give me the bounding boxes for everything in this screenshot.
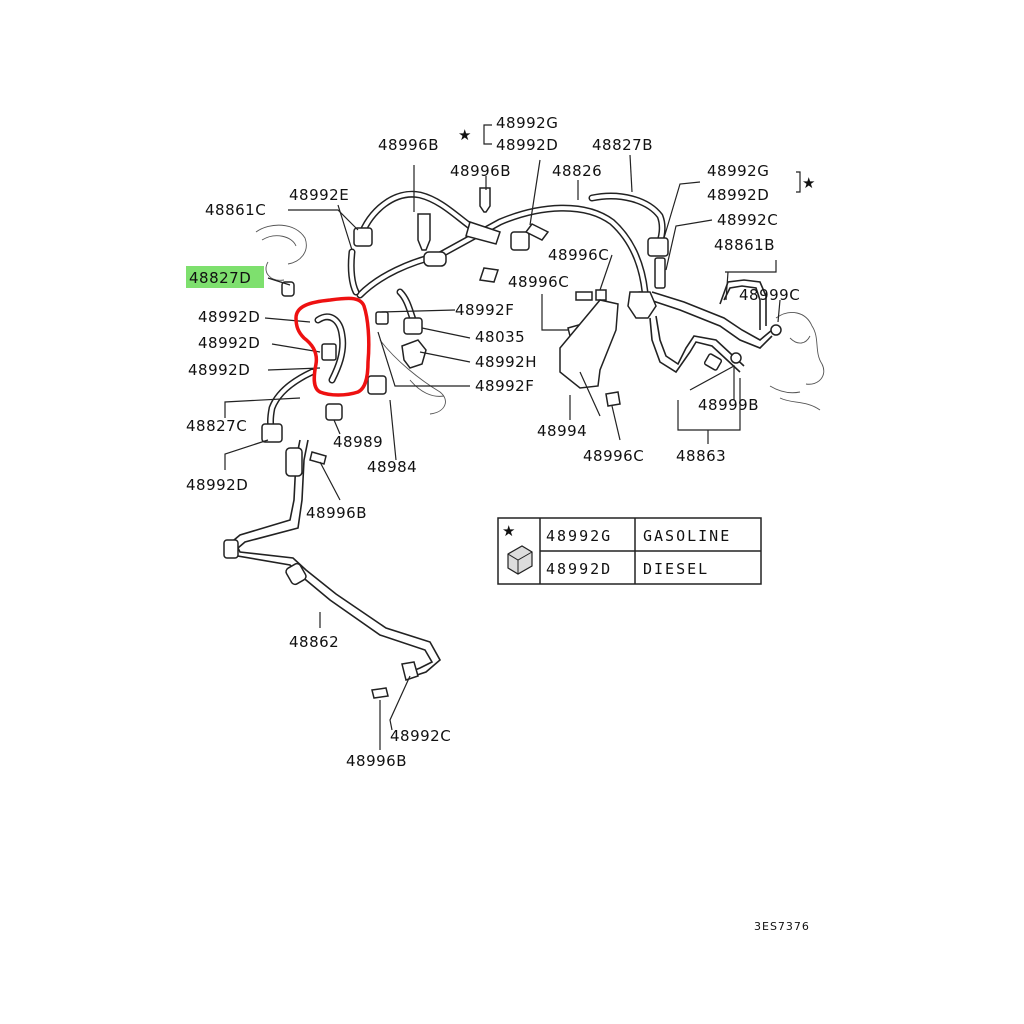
- bolt: [479, 267, 499, 283]
- bolt: [524, 223, 550, 241]
- fitting: [401, 661, 419, 681]
- legend-table: ★ 48992G GASOLINE 48992D DIESEL: [497, 517, 762, 585]
- bolt: [417, 213, 431, 251]
- part-label: 48992D: [198, 334, 260, 352]
- part-label: 48992D: [496, 136, 558, 154]
- bolt: [605, 391, 621, 407]
- part-label: 48996C: [548, 246, 609, 264]
- clamp: [321, 343, 337, 361]
- part-label: 48999B: [698, 396, 759, 414]
- part-label: 48996B: [450, 162, 511, 180]
- pipes: [223, 279, 773, 677]
- part-label: 48989: [333, 433, 383, 451]
- star-icon: ★: [458, 126, 472, 144]
- part-label: 48992H: [475, 353, 537, 371]
- part-label: 48996C: [583, 447, 644, 465]
- clamp: [403, 317, 423, 335]
- part-label: 48827C: [186, 417, 247, 435]
- part-label: 48992G: [707, 162, 769, 180]
- legend-star-icon: ★: [502, 522, 516, 540]
- part-label: 48994: [537, 422, 587, 440]
- ring: [770, 324, 782, 336]
- clamp: [325, 403, 343, 421]
- part-label: 48992F: [475, 377, 534, 395]
- hose-joint: [423, 251, 447, 267]
- part-label-highlighted: 48827D: [189, 269, 251, 287]
- part-label: 48826: [552, 162, 602, 180]
- highlight-label-background: [186, 266, 264, 288]
- part-labels: 48996B 48992G 48992D 48827B 48996B 48826…: [186, 114, 800, 770]
- legend-fuel-gasoline: GASOLINE: [643, 527, 731, 545]
- highlight-outline: [294, 296, 371, 397]
- part-label: 48996C: [508, 273, 569, 291]
- diagram-code: 3ES7376: [754, 920, 810, 933]
- part-label: 48861C: [205, 201, 266, 219]
- part-label: 48992G: [496, 114, 558, 132]
- fittings: [261, 187, 782, 699]
- fitting: [627, 291, 657, 319]
- ring: [730, 352, 742, 364]
- fitting: [703, 353, 723, 371]
- fitting: [281, 281, 295, 297]
- part-label: 48996B: [306, 504, 367, 522]
- leader-lines: [224, 124, 801, 750]
- cap-icon: [507, 545, 533, 575]
- part-label: 48863: [676, 447, 726, 465]
- engine-outline: [255, 224, 825, 415]
- part-label: 48862: [289, 633, 339, 651]
- hose-joint: [465, 221, 501, 245]
- clamp: [353, 227, 373, 247]
- part-label: 48992D: [188, 361, 250, 379]
- fitting: [401, 339, 427, 369]
- clamp: [367, 375, 387, 395]
- legend-fuel-diesel: DIESEL: [643, 560, 709, 578]
- clamp: [261, 423, 283, 443]
- part-label: 48992C: [717, 211, 778, 229]
- clamp: [510, 231, 530, 251]
- part-label: 48035: [475, 328, 525, 346]
- legend-part-diesel: 48992D: [546, 560, 612, 578]
- bracket: [559, 299, 619, 389]
- part-label: 48827B: [592, 136, 653, 154]
- star-icon: ★: [802, 174, 816, 192]
- part-label: 48984: [367, 458, 417, 476]
- part-label: 48992D: [198, 308, 260, 326]
- part-label: 48992E: [289, 186, 349, 204]
- bolt: [371, 687, 389, 699]
- bolt: [575, 291, 593, 301]
- part-label: 48996B: [346, 752, 407, 770]
- bolt: [595, 289, 607, 301]
- part-label: 48992F: [455, 301, 514, 319]
- bolt: [479, 187, 491, 213]
- part-label: 48992D: [707, 186, 769, 204]
- bolt: [309, 451, 327, 465]
- clamp: [647, 237, 669, 257]
- part-label: 48861B: [714, 236, 775, 254]
- fitting: [375, 311, 389, 325]
- part-label: 48999C: [739, 286, 800, 304]
- fitting: [654, 257, 666, 289]
- part-label: 48992C: [390, 727, 451, 745]
- part-label: 48992D: [186, 476, 248, 494]
- part-label: 48996B: [378, 136, 439, 154]
- legend-part-gasoline: 48992G: [546, 527, 612, 545]
